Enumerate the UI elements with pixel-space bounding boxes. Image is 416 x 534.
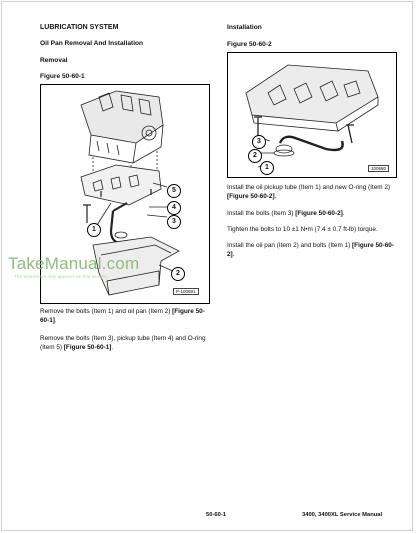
install-step-1-figure-ref: [Figure 50-60-2]	[227, 192, 275, 200]
removal-step-2-figure-ref: [Figure 50-60-1]	[63, 343, 112, 351]
removal-step-1-text: Remove the bolts (Item 1) and oil pan (I…	[40, 308, 173, 315]
install-step-2-end: .	[342, 210, 345, 217]
install-step-2-text: Install the bolts (Item 3)	[227, 210, 296, 217]
callout-2: 2	[171, 267, 185, 281]
installation-heading: Installation	[227, 24, 262, 31]
install-step-4-end: .	[232, 250, 235, 258]
install-step-1-end: .	[274, 192, 277, 200]
engine-exploded-diagram	[80, 90, 180, 296]
figure-1-tag: P-100681	[173, 288, 199, 295]
callout-1: 1	[87, 223, 101, 237]
install-step-1-text: Install the oil pickup tube (Item 1) and…	[227, 184, 391, 191]
section-title: LUBRICATION SYSTEM	[40, 24, 119, 31]
figure-2-caption: Figure 50-60-2	[227, 41, 272, 48]
watermark-brand: TakeManual.com	[8, 254, 140, 273]
install-step-4: Install the oil pan (Item 2) and bolts (…	[227, 242, 397, 259]
install-step-2-figure-ref: [Figure 50-60-2]	[295, 210, 343, 217]
watermark-note: The watermark only appears on this sampl…	[14, 275, 108, 280]
removal-step-2-end: .	[111, 343, 114, 351]
figure-50-60-1: 5 4 3 1 2 P-100681	[40, 84, 210, 304]
figure-50-60-2: 3 2 1 100680	[227, 52, 397, 178]
install-step-2: Install the bolts (Item 3) [Figure 50-60…	[227, 210, 397, 219]
topic-title: Oil Pan Removal And Installation	[40, 40, 144, 47]
callout-3: 3	[167, 215, 181, 229]
callout-5: 5	[167, 184, 181, 198]
install-step-1: Install the oil pickup tube (Item 1) and…	[227, 184, 397, 201]
removal-step-2-text: Remove the bolts (Item 3), pickup tube (…	[40, 335, 206, 351]
figure-1-caption: Figure 50-60-1	[40, 73, 85, 80]
removal-heading: Removal	[40, 57, 68, 64]
torque-spec: Tighten the bolts to 10 ±1 N•m (7.4 ± 0.…	[227, 226, 378, 233]
figure-2-tag: 100680	[368, 165, 390, 172]
callout-2: 2	[248, 149, 262, 163]
removal-step-1: Remove the bolts (Item 1) and oil pan (I…	[40, 308, 212, 325]
callout-4: 4	[167, 201, 181, 215]
pickup-tube-diagram	[245, 64, 379, 168]
removal-step-1-end: .	[54, 316, 57, 324]
install-step-4-figure-ref: [Figure 50-60-2]	[227, 242, 394, 258]
install-step-4-text: Install the oil pan (Item 2) and bolts (…	[227, 242, 353, 249]
callout-1: 1	[260, 161, 274, 175]
manual-title: 3400, 3400XL Service Manual	[302, 512, 383, 518]
removal-step-1-figure-ref: [Figure 50-60-1]	[40, 308, 205, 324]
page-number: 50-60-1	[206, 512, 226, 518]
removal-step-2: Remove the bolts (Item 3), pickup tube (…	[40, 335, 212, 352]
callout-3: 3	[252, 135, 266, 149]
